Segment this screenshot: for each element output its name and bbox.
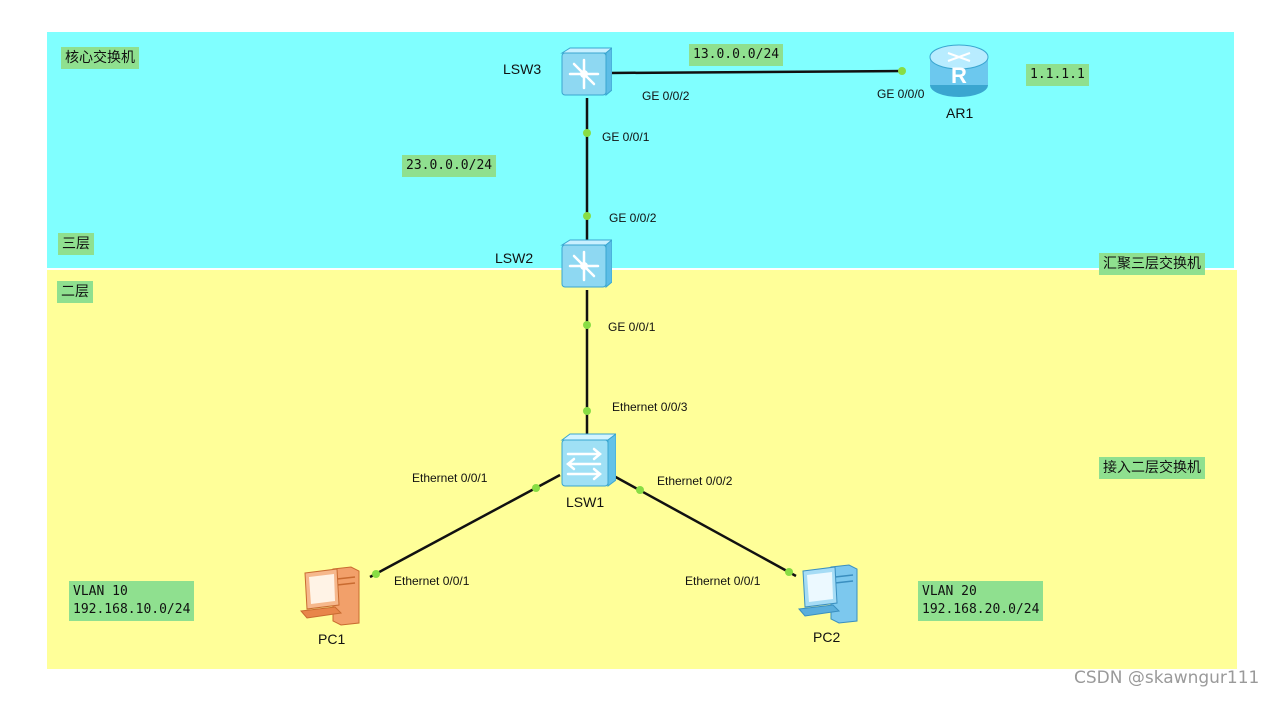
layer3-tag: 三层 xyxy=(58,233,94,255)
port-label: GE 0/0/2 xyxy=(609,211,657,225)
layer2-tag: 二层 xyxy=(57,281,93,303)
lsw2-label: LSW2 xyxy=(495,250,534,266)
port-dot xyxy=(583,129,591,137)
aggregation-switch-tag: 汇聚三层交换机 xyxy=(1099,253,1205,275)
port-dot xyxy=(583,212,591,220)
lsw1-label: LSW1 xyxy=(566,494,605,510)
pc1-computer-icon[interactable] xyxy=(297,565,365,627)
port-label: GE 0/0/2 xyxy=(642,89,690,103)
link-lsw3-ar1 xyxy=(607,69,903,75)
lsw2-switch-icon[interactable] xyxy=(560,238,612,290)
port-dot xyxy=(636,486,644,494)
subnet-23-tag: 23.0.0.0/24 xyxy=(402,155,497,177)
ar1-ip-tag: 1.1.1.1 xyxy=(1026,64,1089,86)
watermark: CSDN @skawngur111 xyxy=(1074,668,1260,688)
lsw1-switch-icon[interactable] xyxy=(560,432,616,490)
port-label: Ethernet 0/0/1 xyxy=(394,574,470,588)
port-dot xyxy=(898,67,906,75)
vlan10-tag: VLAN 10 192.168.10.0/24 xyxy=(69,581,195,621)
port-dot xyxy=(532,484,540,492)
ar1-label: AR1 xyxy=(946,105,974,121)
port-dot xyxy=(372,570,380,578)
ar1-router-icon[interactable]: R xyxy=(928,41,990,99)
port-dot xyxy=(583,407,591,415)
port-label: GE 0/0/0 xyxy=(877,87,925,101)
port-label: Ethernet 0/0/1 xyxy=(685,574,761,588)
link-lsw1-pc1 xyxy=(369,473,561,579)
subnet-13-tag: 13.0.0.0/24 xyxy=(689,44,784,66)
port-label: Ethernet 0/0/1 xyxy=(412,471,488,485)
port-label: GE 0/0/1 xyxy=(608,320,656,334)
port-label: Ethernet 0/0/2 xyxy=(657,474,733,488)
port-label: GE 0/0/1 xyxy=(602,130,650,144)
svg-text:R: R xyxy=(951,63,967,88)
lsw3-label: LSW3 xyxy=(503,61,542,77)
port-dot xyxy=(785,568,793,576)
core-switch-tag: 核心交换机 xyxy=(61,47,139,69)
access-switch-tag: 接入二层交换机 xyxy=(1099,457,1205,479)
port-label: Ethernet 0/0/3 xyxy=(612,400,688,414)
pc2-computer-icon[interactable] xyxy=(795,563,863,625)
port-dot xyxy=(583,321,591,329)
pc2-label: PC2 xyxy=(813,629,841,645)
lsw3-switch-icon[interactable] xyxy=(560,47,612,97)
pc1-label: PC1 xyxy=(318,631,346,647)
vlan20-tag: VLAN 20 192.168.20.0/24 xyxy=(918,581,1044,621)
